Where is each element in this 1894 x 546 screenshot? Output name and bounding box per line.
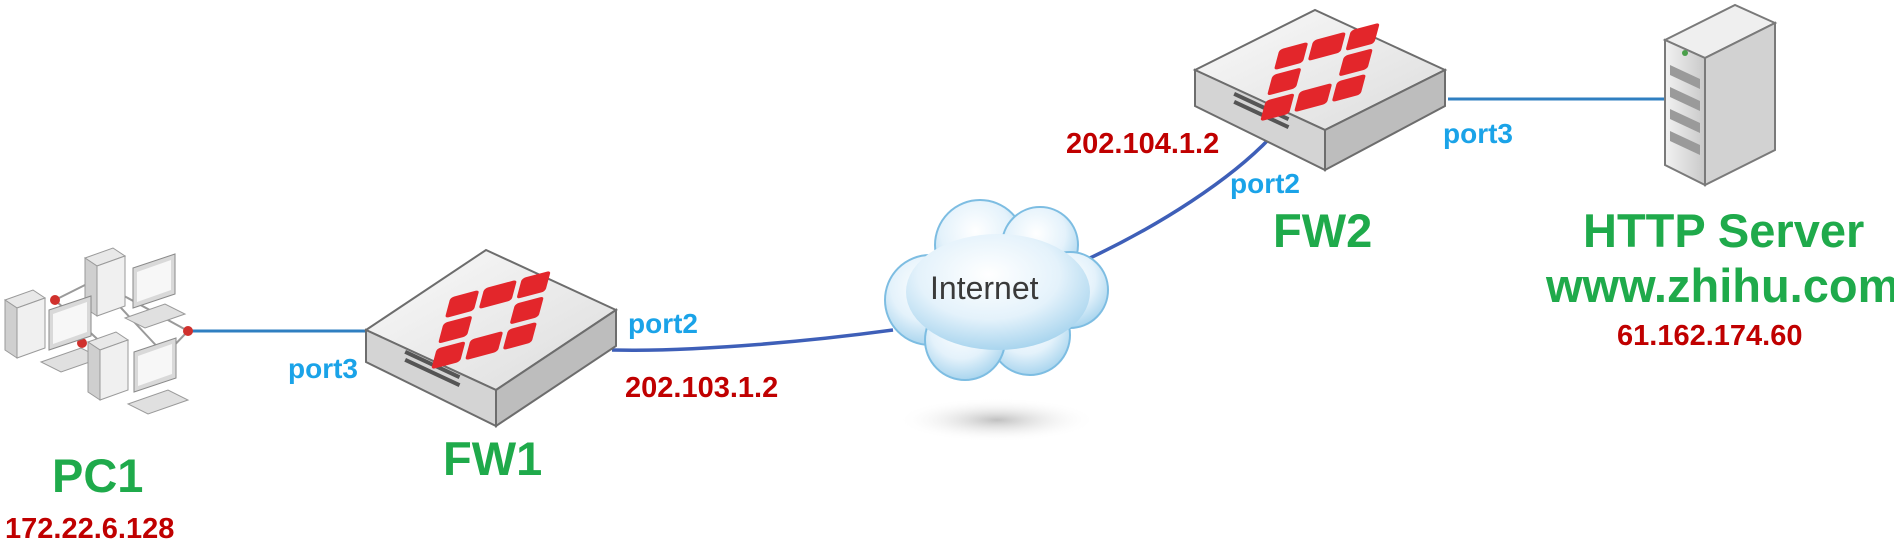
- pc1-name: PC1: [52, 449, 144, 502]
- tower-server-icon: [1662, 3, 1778, 187]
- desktop-computer-icon: [3, 247, 193, 415]
- fw1-wan-ip: 202.103.1.2: [625, 372, 779, 404]
- fortinet-logo-icon: [431, 271, 551, 369]
- fw2-port3-label: port3: [1443, 118, 1513, 149]
- fw2-wan-ip: 202.104.1.2: [1066, 128, 1220, 160]
- fw1-port3-label: port3: [288, 353, 358, 384]
- cloud-icon: [884, 199, 1109, 442]
- network-links: [188, 97, 1665, 352]
- fw2-port2-label: port2: [1230, 168, 1300, 199]
- fw2-name: FW2: [1273, 204, 1373, 257]
- server-ip: 61.162.174.60: [1617, 320, 1803, 352]
- fw1-name: FW1: [443, 432, 543, 485]
- pc1-ip: 172.22.6.128: [5, 513, 175, 545]
- link-fw1-internet: [611, 328, 894, 352]
- link-internet-fw2: [1089, 136, 1272, 260]
- server-name: HTTP Server: [1583, 204, 1865, 257]
- fw1-port2-label: port2: [628, 308, 698, 339]
- server-domain: www.zhihu.com: [1546, 259, 1894, 312]
- fortinet-logo-icon: [1260, 23, 1380, 121]
- firewall-appliance-icon: [1192, 8, 1448, 172]
- internet-label: Internet: [930, 270, 1039, 306]
- firewall-appliance-icon: [363, 248, 619, 428]
